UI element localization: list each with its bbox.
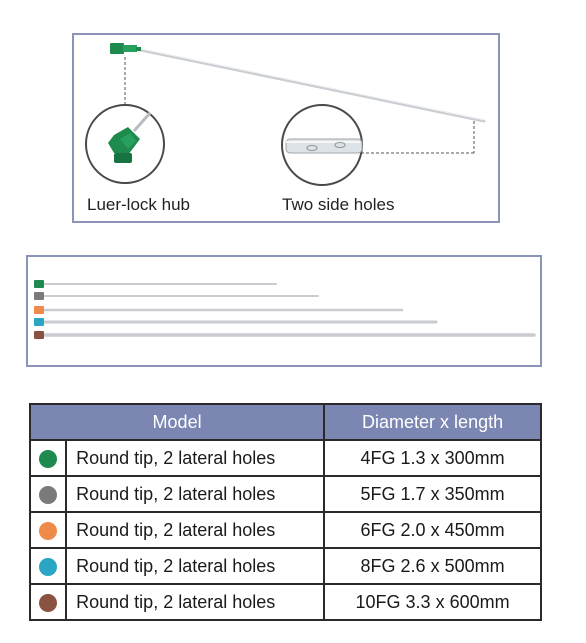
header-dimension: Diameter x length bbox=[323, 403, 542, 441]
color-cell bbox=[28, 475, 68, 513]
model-cell: Round tip, 2 lateral holes bbox=[65, 511, 326, 549]
catheter-detail-illustration bbox=[85, 43, 486, 186]
catheter-10fg-icon bbox=[34, 331, 536, 339]
model-cell: Round tip, 2 lateral holes bbox=[65, 475, 326, 513]
luer-lock-hub-icon bbox=[110, 43, 141, 54]
catheter-detail-figure: Luer-lock hub Two side holes bbox=[72, 33, 500, 223]
dimension-cell: 6FG 2.0 x 450mm bbox=[323, 511, 542, 549]
catheter-6fg-icon bbox=[34, 306, 404, 314]
color-dot-icon bbox=[39, 557, 58, 576]
model-cell: Round tip, 2 lateral holes bbox=[65, 583, 326, 621]
dimension-cell: 10FG 3.3 x 600mm bbox=[323, 583, 542, 621]
dimension-cell: 4FG 1.3 x 300mm bbox=[323, 439, 542, 477]
color-dot-icon bbox=[39, 593, 58, 612]
color-dot-icon bbox=[39, 521, 58, 540]
color-dot-icon bbox=[39, 485, 58, 504]
model-cell: Round tip, 2 lateral holes bbox=[65, 547, 326, 585]
catheter-sizes-figure bbox=[26, 255, 542, 367]
catheter-5fg-icon bbox=[34, 292, 319, 300]
side-holes-label: Two side holes bbox=[282, 195, 395, 214]
catheter-8fg-icon bbox=[34, 318, 438, 326]
catheter-tube bbox=[134, 47, 486, 123]
hub-label: Luer-lock hub bbox=[87, 195, 191, 214]
header-model: Model bbox=[28, 403, 326, 441]
side-holes-closeup-icon bbox=[281, 104, 363, 186]
catheter-4fg-icon bbox=[34, 280, 277, 288]
model-cell: Round tip, 2 lateral holes bbox=[65, 439, 326, 477]
color-cell bbox=[28, 511, 68, 549]
color-cell bbox=[28, 583, 68, 621]
color-cell bbox=[28, 439, 68, 477]
luer-lock-hub-closeup-icon bbox=[85, 104, 165, 184]
dimension-cell: 5FG 1.7 x 350mm bbox=[323, 475, 542, 513]
dimension-cell: 8FG 2.6 x 500mm bbox=[323, 547, 542, 585]
specification-table: Model Diameter x length Round tip, 2 lat… bbox=[28, 403, 542, 621]
color-cell bbox=[28, 547, 68, 585]
color-dot-icon bbox=[39, 449, 58, 468]
table-header-row: Model Diameter x length bbox=[28, 403, 542, 441]
catheter-lineup-illustration bbox=[34, 280, 536, 339]
